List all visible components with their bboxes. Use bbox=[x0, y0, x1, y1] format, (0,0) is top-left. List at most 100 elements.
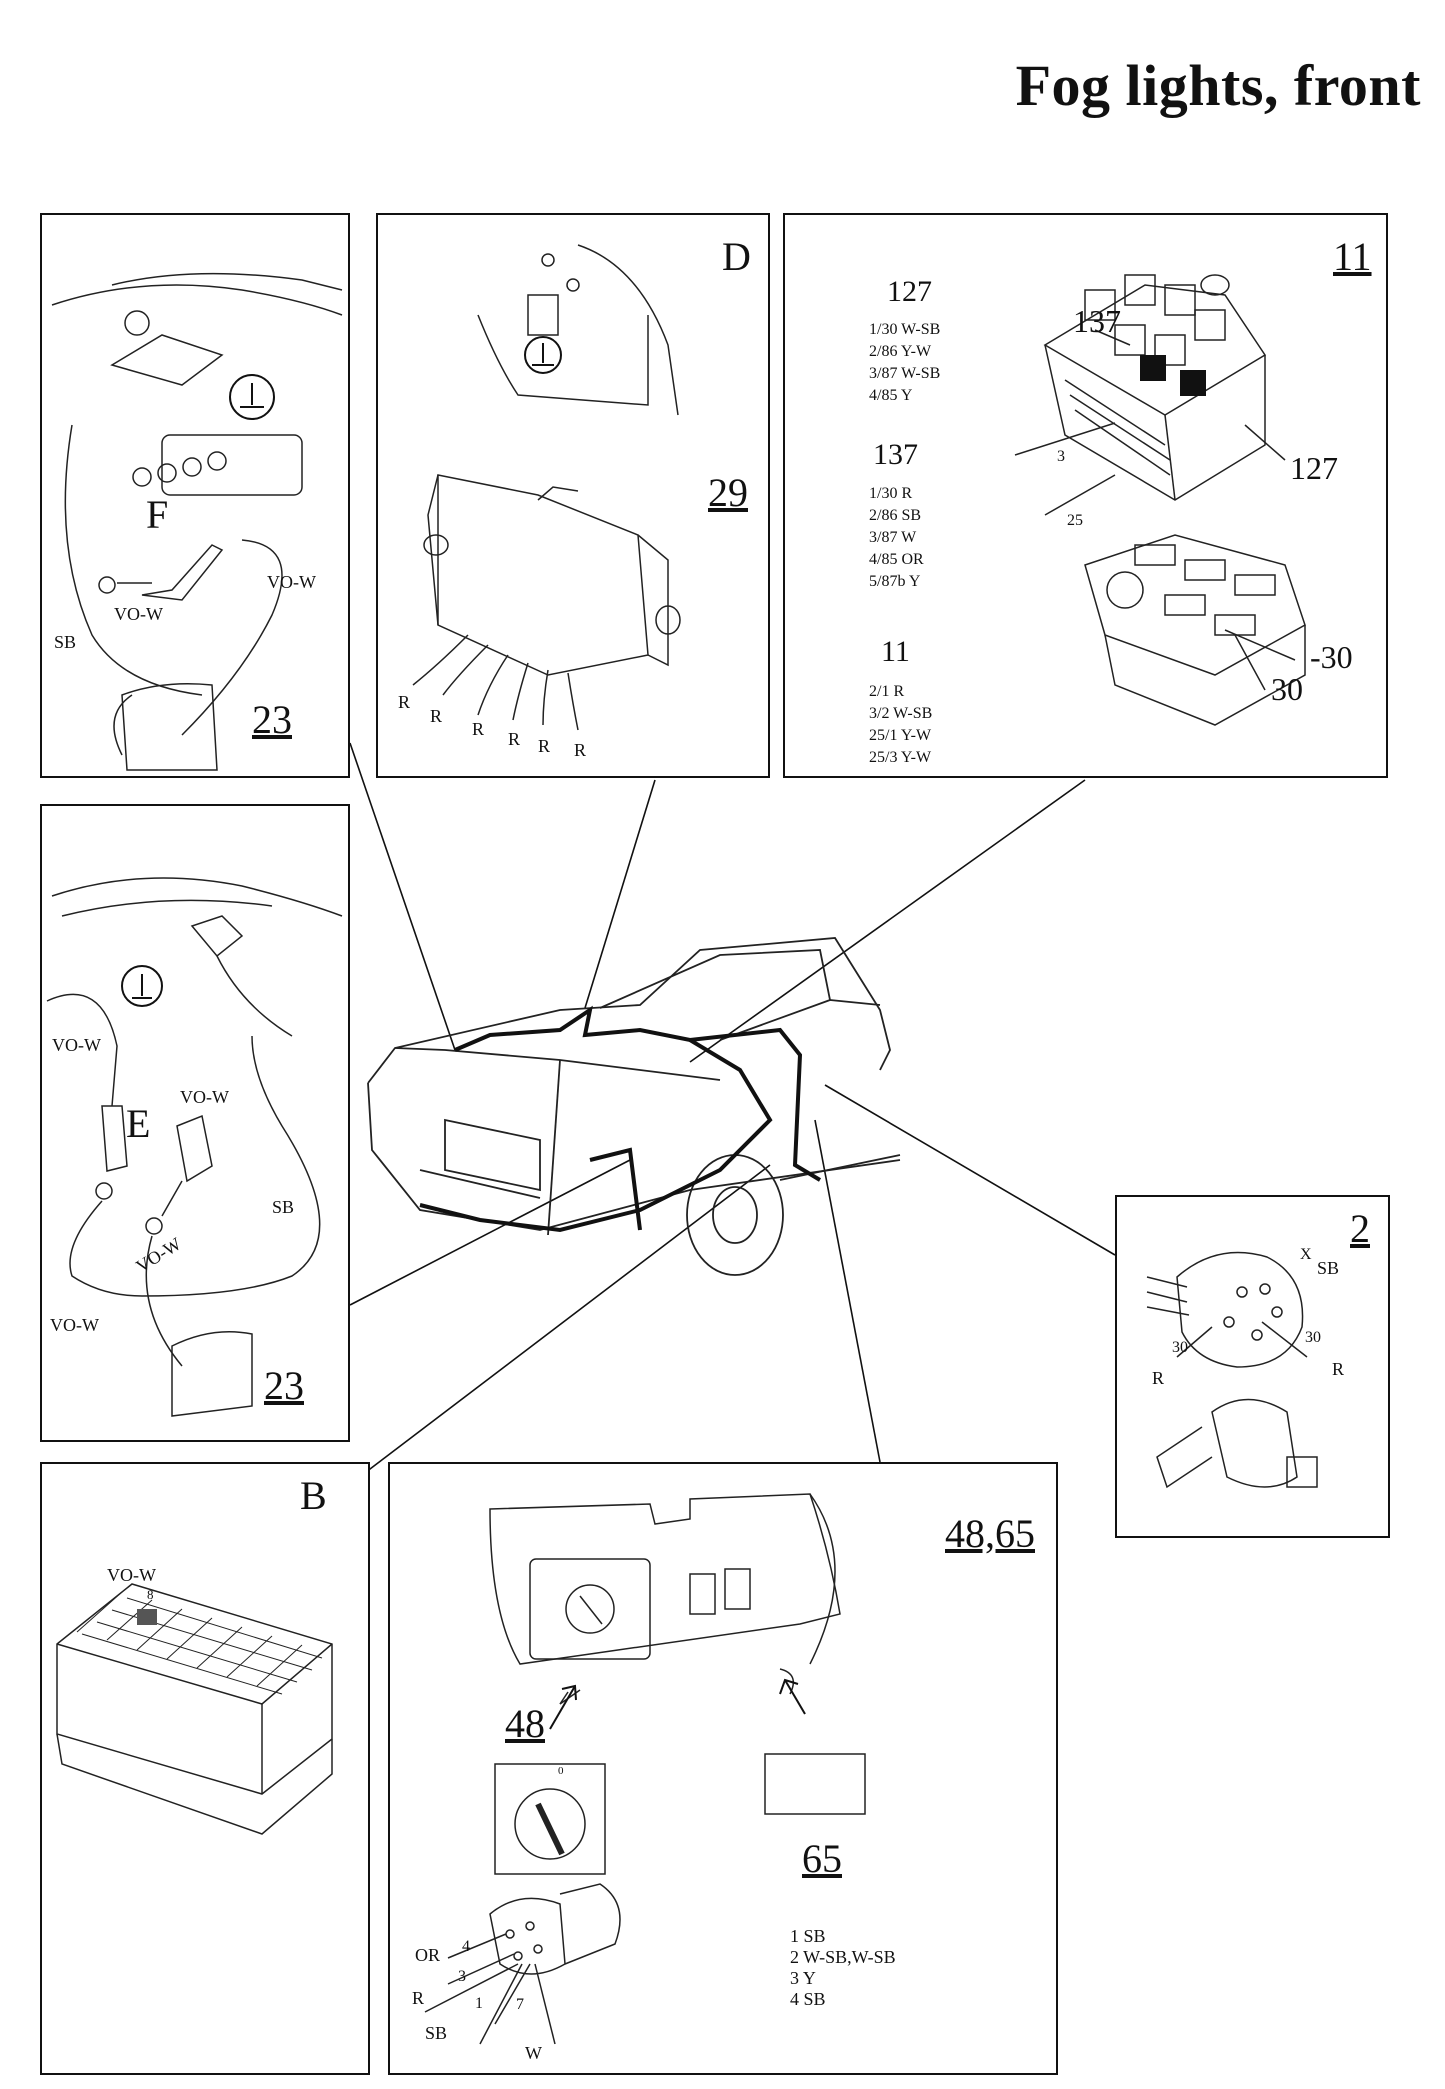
pin-list-127: 1/30 W-SB 2/86 Y-W 3/87 W-SB 4/85 Y bbox=[869, 319, 940, 407]
pin-row: 2/86 Y-W bbox=[869, 343, 932, 360]
wire-label: VO-W bbox=[52, 1035, 101, 1055]
page-title: Fog lights, front bbox=[1015, 53, 1421, 118]
wire-label: R bbox=[508, 729, 521, 749]
wire-label: VO-W bbox=[114, 604, 163, 624]
wiring-harness bbox=[419, 1005, 822, 1233]
leader-line-B bbox=[344, 1164, 771, 1489]
panel-letter: E bbox=[126, 1101, 151, 1146]
panel-letter: B bbox=[300, 1473, 327, 1518]
wire-label: R bbox=[1332, 1359, 1345, 1379]
wire-label: R bbox=[430, 706, 443, 726]
fuse-relay-box-drawing bbox=[1014, 274, 1306, 726]
component-number: 23 bbox=[252, 697, 292, 742]
leader-line-switch2 bbox=[824, 1084, 1116, 1256]
callout-label: 137 bbox=[1073, 303, 1121, 339]
callout-label: -30 bbox=[1310, 639, 1353, 675]
pin-row: 25/1 Y-W bbox=[869, 727, 932, 744]
pin-label: 4 bbox=[462, 1938, 470, 1955]
panel-E: E VO-W VO-W VO-W VO-W SB 23 bbox=[40, 804, 350, 1442]
component-number: 11 bbox=[1333, 234, 1372, 279]
pin-list-11: 2/1 R 3/2 W-SB 25/1 Y-W 25/3 Y-W bbox=[869, 681, 932, 769]
component-number: 2 bbox=[1350, 1206, 1370, 1251]
panel-dash: 48,65 48 0 65 OR 4 R 3 1 SB 7 W 1 SB 2 W… bbox=[388, 1462, 1058, 2075]
block-heading: 127 bbox=[887, 275, 932, 308]
wire-label: R bbox=[472, 719, 485, 739]
arrow-pointer bbox=[549, 1678, 806, 1730]
wire-label: VO-W bbox=[107, 1565, 156, 1585]
pin-row: 3/2 W-SB bbox=[869, 705, 933, 722]
pin-row: 2/86 SB bbox=[869, 507, 922, 524]
car-outline bbox=[367, 937, 901, 1276]
legend-row: 3 Y bbox=[790, 1968, 816, 1988]
panel-B: B VO-W 8 bbox=[40, 1462, 370, 2075]
leader-line-fusebox bbox=[689, 779, 1086, 1063]
block-heading: 11 bbox=[881, 635, 910, 668]
terminal-label: X bbox=[1300, 1246, 1312, 1263]
dial-mark: 0 bbox=[558, 1765, 564, 1777]
callout-label: 127 bbox=[1290, 450, 1338, 486]
pin-list-137: 1/30 R 2/86 SB 3/87 W 4/85 OR 5/87b Y bbox=[869, 483, 924, 593]
pin-row: 1/30 W-SB bbox=[869, 321, 941, 338]
ground-symbol bbox=[524, 336, 562, 374]
wire-label: R bbox=[412, 1988, 425, 2008]
ground-symbol bbox=[229, 374, 275, 420]
wire-label: R bbox=[538, 736, 551, 756]
callout-label: 25 bbox=[1067, 512, 1083, 529]
pin-legend: 1 SB 2 W-SB,W-SB 3 Y 4 SB bbox=[790, 1926, 896, 2010]
dashboard-switch-drawing bbox=[424, 1493, 866, 2045]
component-number: 48,65 bbox=[945, 1511, 1035, 1556]
terminal-label: 8 bbox=[147, 1587, 154, 1602]
legend-row: 1 SB bbox=[790, 1926, 826, 1946]
terminal-label: 30 bbox=[1172, 1339, 1188, 1356]
pin-row: 4/85 Y bbox=[869, 387, 913, 404]
terminal-8-marker bbox=[137, 1609, 157, 1625]
ground-symbol bbox=[121, 965, 163, 1007]
component-number: 65 bbox=[802, 1836, 842, 1881]
legend-row: 4 SB bbox=[790, 1989, 826, 2009]
panel-D: D 29 R R R R R R bbox=[376, 213, 770, 778]
panel-letter: F bbox=[146, 492, 169, 537]
leader-line-F bbox=[349, 742, 456, 1051]
pin-row: 3/87 W bbox=[869, 529, 917, 546]
leader-line-E bbox=[349, 1159, 631, 1306]
leader-line-D bbox=[584, 779, 656, 1009]
engine-bay-drawing bbox=[51, 272, 343, 771]
callout-label: 30 bbox=[1271, 671, 1303, 707]
light-switch-drawing bbox=[1146, 1251, 1318, 1489]
pin-row: 25/3 Y-W bbox=[869, 749, 932, 766]
engine-bay-drawing bbox=[46, 877, 343, 1417]
panel-letter: D bbox=[722, 234, 751, 279]
pin-row: 3/87 W-SB bbox=[869, 365, 941, 382]
block-heading: 137 bbox=[873, 438, 918, 471]
panel-F: F VO-W VO-W SB 23 bbox=[40, 213, 350, 778]
wire-label: VO-W bbox=[180, 1087, 229, 1107]
callout-label: 3 bbox=[1057, 448, 1065, 465]
wire-label: SB bbox=[425, 2023, 448, 2043]
pin-row: 2/1 R bbox=[869, 683, 905, 700]
wire-label: VO-W bbox=[50, 1315, 99, 1335]
relay-137-marker bbox=[1140, 355, 1166, 381]
panel-switch-2: 2 X SB 30 30 R R bbox=[1115, 1195, 1390, 1538]
wire-label: R bbox=[1152, 1368, 1165, 1388]
pin-label: 1 bbox=[475, 1995, 483, 2012]
component-number: 48 bbox=[505, 1701, 545, 1746]
pin-label: 3 bbox=[458, 1968, 466, 1985]
connector-block-drawing bbox=[56, 1583, 333, 1835]
wire-label: W bbox=[525, 2043, 542, 2063]
wire-label: R bbox=[574, 740, 587, 760]
panel-fusebox: 11 137 3 127 25 -30 30 127 1/30 W-SB 2/8… bbox=[783, 213, 1388, 778]
pin-label: 7 bbox=[516, 1996, 524, 2013]
relay-127-marker bbox=[1180, 370, 1206, 396]
wire-label: SB bbox=[54, 632, 77, 652]
legend-row: 2 W-SB,W-SB bbox=[790, 1947, 896, 1967]
component-number: 29 bbox=[708, 470, 748, 515]
pin-row: 4/85 OR bbox=[869, 551, 924, 568]
wire-label: SB bbox=[272, 1197, 295, 1217]
component-number: 23 bbox=[264, 1363, 304, 1408]
leader-line-dash bbox=[814, 1119, 881, 1463]
wire-label: OR bbox=[415, 1945, 441, 1965]
control-module-drawing bbox=[412, 244, 681, 731]
wire-label: R bbox=[398, 692, 411, 712]
pin-row: 5/87b Y bbox=[869, 573, 921, 590]
